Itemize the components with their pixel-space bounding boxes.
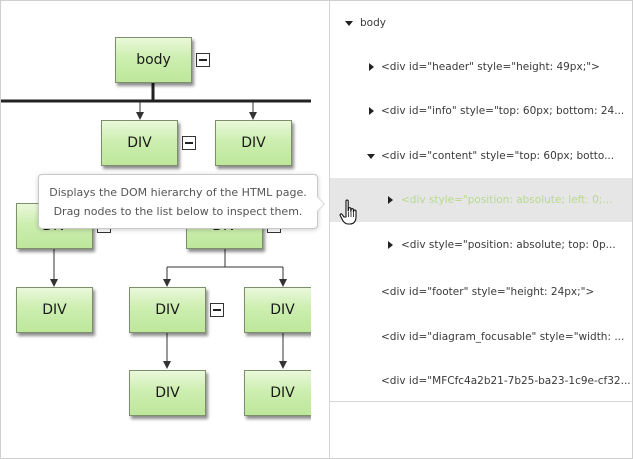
- tree-item-label: <div id="diagram_focusable" style="width…: [381, 331, 625, 343]
- tree-item-label: body: [360, 17, 386, 29]
- node-label: DIV: [42, 302, 67, 318]
- tree-item-label: <div id="footer" style="height: 24px;">: [381, 286, 595, 298]
- diagram-node-div[interactable]: DIV: [215, 120, 292, 166]
- diagram-node-div[interactable]: DIV: [244, 370, 311, 416]
- tree-item-content[interactable]: <div id="content" style="top: 60px; bott…: [330, 134, 632, 178]
- tree-item-label: <div style="position: absolute; left: 0;…: [401, 194, 613, 206]
- collapse-arrow-icon[interactable]: [367, 154, 375, 159]
- expand-arrow-icon[interactable]: [388, 196, 393, 204]
- connector-lines: [1, 83, 311, 369]
- tree-item-content-child-2[interactable]: <div style="position: absolute; top: 0p.…: [330, 223, 632, 267]
- expand-arrow-icon[interactable]: [388, 241, 393, 249]
- diagram-node-div[interactable]: DIV: [244, 287, 311, 333]
- collapse-toggle-icon[interactable]: [196, 53, 210, 67]
- tooltip-line-1: Displays the DOM hierarchy of the HTML p…: [49, 186, 307, 199]
- collapse-arrow-icon[interactable]: [345, 21, 353, 26]
- node-label: body: [136, 52, 171, 68]
- expand-arrow-icon[interactable]: [369, 63, 374, 71]
- tooltip-line-2: Drag nodes to the list below to inspect …: [53, 205, 303, 218]
- tree-item-body[interactable]: body: [330, 1, 632, 45]
- collapse-toggle-icon[interactable]: [182, 136, 196, 150]
- tree-item-footer[interactable]: <div id="footer" style="height: 24px;">: [330, 270, 632, 314]
- node-label: DIV: [270, 302, 295, 318]
- diagram-node-div[interactable]: DIV: [101, 120, 178, 166]
- diagram-node-div[interactable]: DIV: [16, 287, 93, 333]
- tree-item-diagram-focusable[interactable]: <div id="diagram_focusable" style="width…: [330, 315, 632, 359]
- tree-item-info[interactable]: <div id="info" style="top: 60px; bottom:…: [330, 89, 632, 133]
- tree-item-label: <div id="header" style="height: 49px;">: [381, 61, 600, 73]
- tree-item-header[interactable]: <div id="header" style="height: 49px;">: [330, 45, 632, 89]
- node-label: DIV: [270, 385, 295, 401]
- node-label: DIV: [155, 302, 180, 318]
- node-label: DIV: [241, 135, 266, 151]
- tree-item-content-child-1[interactable]: <div style="position: absolute; left: 0;…: [330, 178, 632, 222]
- dom-tree-list[interactable]: body <div id="header" style="height: 49p…: [329, 1, 632, 403]
- collapse-toggle-icon[interactable]: [210, 303, 224, 317]
- dom-diagram-canvas[interactable]: body DIV DIV DIV DIV DIV DIV DIV: [1, 1, 311, 458]
- expand-arrow-icon[interactable]: [369, 107, 374, 115]
- help-tooltip: Displays the DOM hierarchy of the HTML p…: [38, 174, 325, 229]
- diagram-node-div[interactable]: DIV: [129, 287, 206, 333]
- tree-item-label: <div id="info" style="top: 60px; bottom:…: [381, 105, 625, 117]
- tree-item-label: <div style="position: absolute; top: 0p.…: [401, 239, 616, 251]
- diagram-node-body[interactable]: body: [115, 37, 192, 83]
- tree-item-mfc[interactable]: <div id="MFCfc4a2b21-7b25-ba23-1c9e-cf32…: [330, 359, 632, 403]
- tree-item-label: <div id="MFCfc4a2b21-7b25-ba23-1c9e-cf32…: [381, 375, 631, 387]
- diagram-node-div[interactable]: DIV: [129, 370, 206, 416]
- tree-empty-area: [329, 402, 632, 458]
- node-label: DIV: [127, 135, 152, 151]
- node-label: DIV: [155, 385, 180, 401]
- tree-item-label: <div id="content" style="top: 60px; bott…: [381, 150, 615, 162]
